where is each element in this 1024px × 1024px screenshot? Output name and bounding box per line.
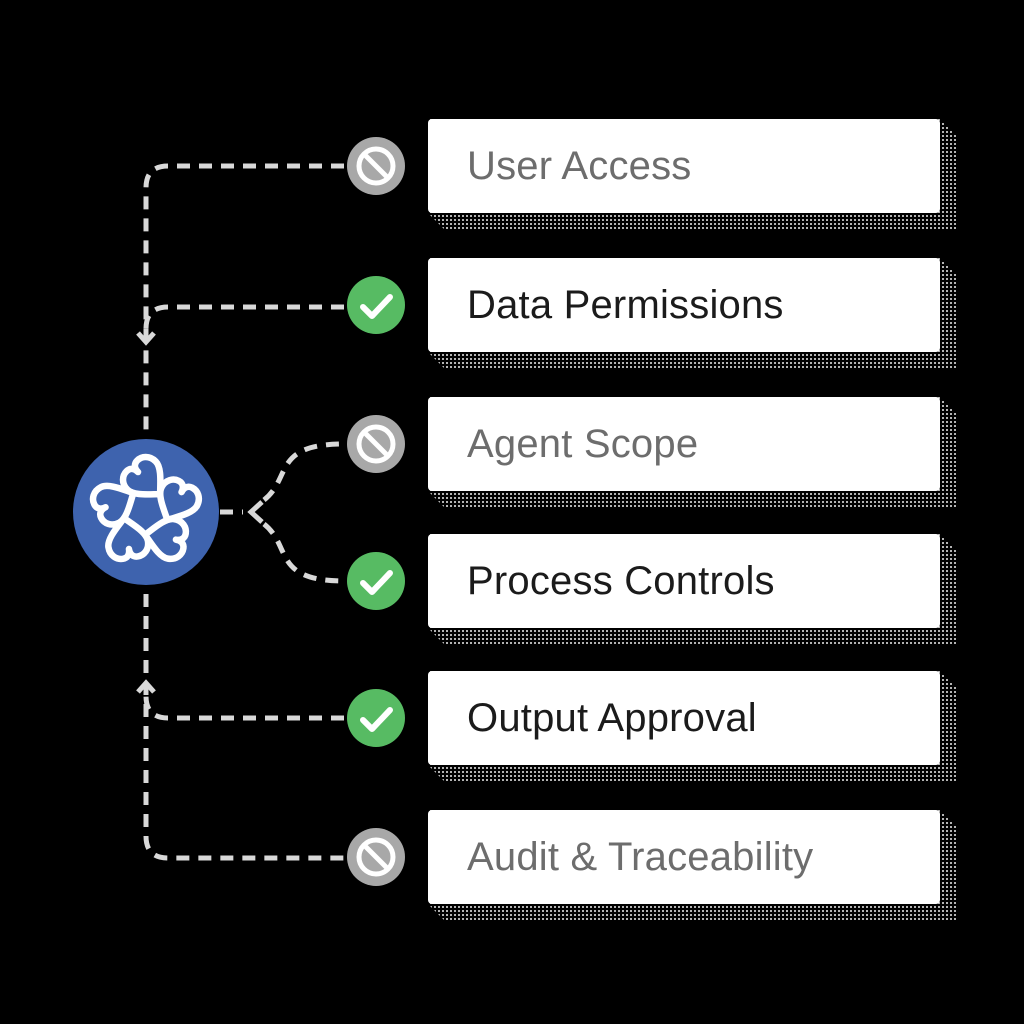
node-audit-traceability: Audit & Traceability (347, 810, 960, 921)
heart-motif (156, 476, 203, 524)
check-icon (347, 689, 405, 747)
flow-arrowheads (136, 331, 264, 694)
card-label: Output Approval (467, 696, 757, 740)
no-entry-icon (347, 828, 405, 886)
dashed-connectors (143, 163, 345, 861)
arrow-left-icon (247, 500, 264, 524)
node-user-access: User Access (347, 119, 960, 230)
arrow-down-icon (136, 331, 156, 346)
card-data-permissions: Data Permissions (428, 258, 940, 352)
card-agent-scope: Agent Scope (428, 397, 940, 491)
arrow-up-icon (136, 679, 156, 694)
heart-motif (105, 514, 152, 563)
heart-motif (119, 453, 164, 498)
node-output-approval: Output Approval (347, 671, 960, 782)
node-agent-scope: Agent Scope (347, 397, 960, 508)
card-output-approval: Output Approval (428, 671, 940, 765)
card-label: User Access (467, 144, 692, 188)
heart-motif (141, 515, 190, 563)
node-data-permissions: Data Permissions (347, 258, 960, 369)
card-label: Process Controls (467, 559, 775, 603)
card-audit-traceability: Audit & Traceability (428, 810, 940, 904)
check-icon (347, 552, 405, 610)
card-label: Data Permissions (467, 283, 784, 327)
node-process-controls: Process Controls (347, 534, 960, 645)
check-icon (347, 276, 405, 334)
no-entry-icon (347, 137, 405, 195)
card-label: Agent Scope (467, 422, 699, 466)
company-logo (73, 439, 219, 585)
card-label: Audit & Traceability (467, 835, 814, 879)
card-user-access: User Access (428, 119, 940, 213)
no-entry-icon (347, 415, 405, 473)
card-process-controls: Process Controls (428, 534, 940, 628)
heart-motif (89, 482, 137, 528)
